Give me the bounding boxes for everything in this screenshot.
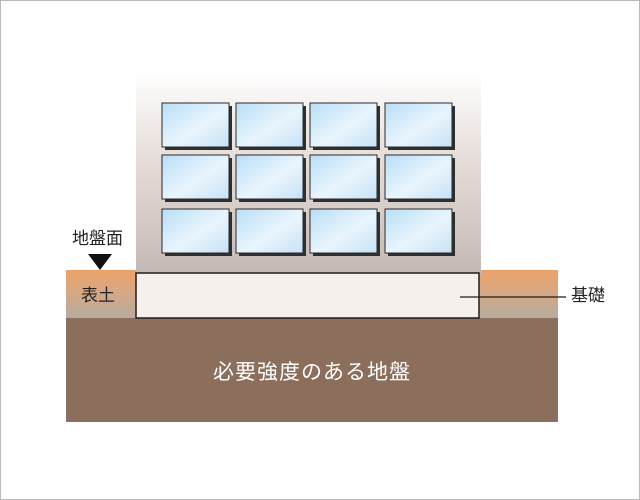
foundation-label: 基礎 — [571, 286, 605, 306]
foundation-slab — [135, 272, 480, 319]
window-pane — [161, 102, 230, 148]
window-pane — [235, 102, 304, 148]
window-pane — [309, 208, 378, 254]
window-grid — [161, 102, 455, 256]
window-pane — [235, 154, 304, 200]
window-pane — [384, 154, 453, 200]
bearing-ground-label: 必要強度のある地盤 — [213, 360, 411, 384]
window-pane — [235, 208, 304, 254]
window-pane — [384, 102, 453, 148]
window-pane — [309, 102, 378, 148]
ground-surface-marker-icon — [88, 254, 112, 270]
window-pane — [161, 208, 230, 254]
window-pane — [161, 154, 230, 200]
topsoil-label: 表土 — [81, 286, 115, 306]
window-pane — [384, 208, 453, 254]
window-pane — [309, 154, 378, 200]
bearing-ground — [66, 318, 558, 422]
ground-surface-label: 地盤面 — [72, 229, 123, 249]
